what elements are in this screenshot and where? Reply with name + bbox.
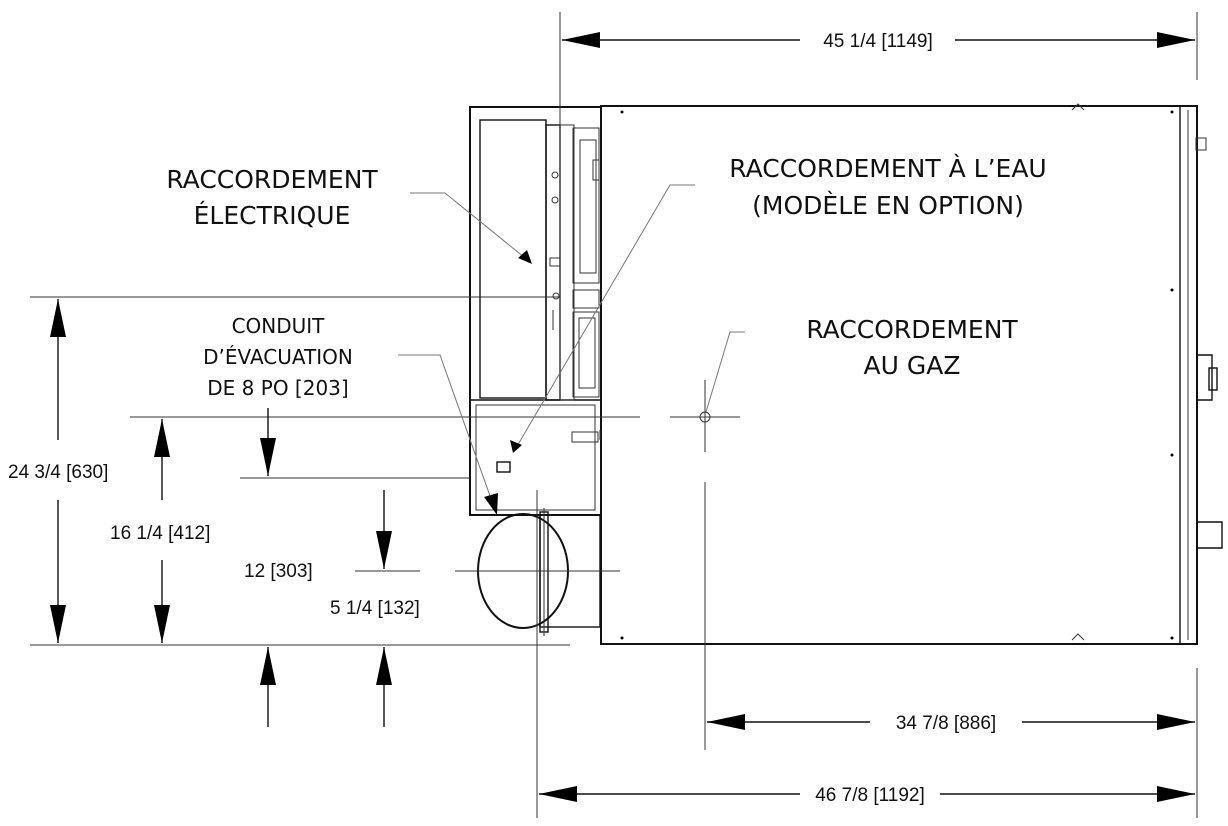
water-leader-arrow xyxy=(510,440,522,453)
dim-bottom-width: 46 7/8 [1192] xyxy=(815,785,925,806)
vent-callout-line2: D’ÉVACUATION xyxy=(203,345,353,369)
water-callout-line1: RACCORDEMENT À L’EAU xyxy=(729,154,1046,183)
dim-top-width: 45 1/4 [1149] xyxy=(823,31,933,52)
electrical-callout-line1: RACCORDEMENT xyxy=(166,165,378,194)
dim-gas-height: 16 1/4 [412] xyxy=(110,523,210,544)
dimension-labels: 45 1/4 [1149] 46 7/8 [1192] 34 7/8 [886]… xyxy=(8,31,996,806)
electrical-leader-arrow xyxy=(518,250,532,264)
vent-callout-line3: DE 8 PO [203] xyxy=(207,376,348,400)
gas-callout-line2: AU GAZ xyxy=(864,351,961,380)
vent-callout-line1: CONDUIT xyxy=(232,314,326,338)
leader-lines xyxy=(398,184,745,515)
equipment-outline xyxy=(469,103,1223,645)
vent-leader-arrow xyxy=(484,493,498,515)
dim-vent-center: 12 [303] xyxy=(244,561,313,582)
callout-labels: RACCORDEMENT ÉLECTRIQUE RACCORDEMENT À L… xyxy=(166,154,1046,400)
dimension-lines xyxy=(30,12,1198,818)
dim-gas-to-right: 34 7/8 [886] xyxy=(896,713,996,734)
dim-vent-bottom: 5 1/4 [132] xyxy=(330,598,420,619)
dim-total-height: 24 3/4 [630] xyxy=(8,462,108,483)
gas-callout-line1: RACCORDEMENT xyxy=(806,315,1018,344)
electrical-callout-line2: ÉLECTRIQUE xyxy=(194,201,351,230)
water-callout-line2: (MODÈLE EN OPTION) xyxy=(752,191,1024,220)
